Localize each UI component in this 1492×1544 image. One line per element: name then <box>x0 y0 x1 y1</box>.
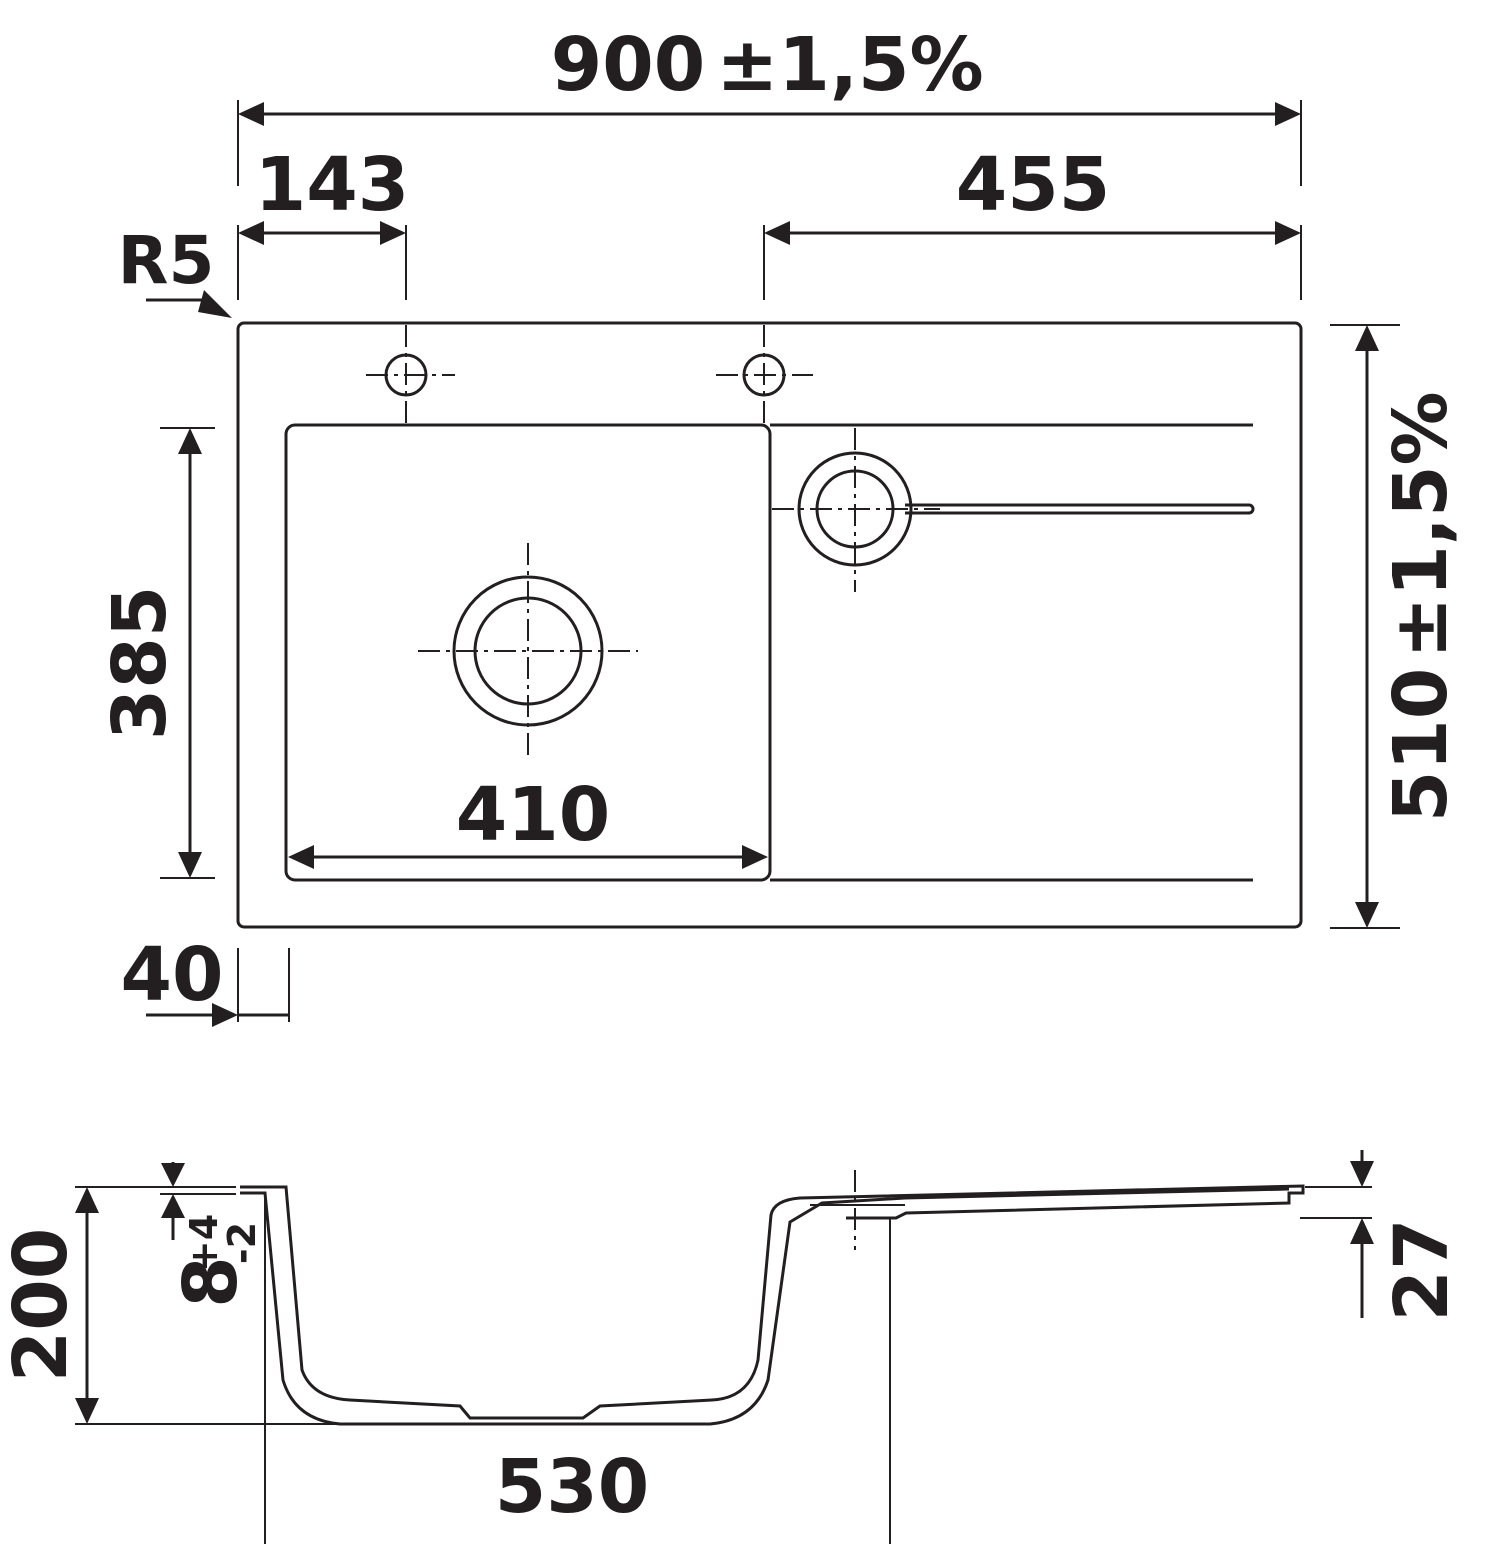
overall-width-label: 900 <box>551 22 705 108</box>
overflow-slot <box>905 503 1255 515</box>
bowl-width-label: 410 <box>456 772 610 858</box>
left-to-tap-label: 143 <box>255 142 409 228</box>
dim-tap-to-right: 455 <box>763 142 1302 300</box>
dim-corner-radius: R5 <box>118 222 232 318</box>
section-inner-profile <box>240 1187 1290 1426</box>
dim-rim-height: 8 +4 -2 <box>160 1162 264 1308</box>
top-view: 900 ±1,5% 143 455 R5 <box>97 22 1464 1027</box>
rim-height-label: 8 <box>168 1256 254 1308</box>
overall-depth-label: 510 <box>1378 668 1464 822</box>
bowl-drain <box>418 543 638 760</box>
dim-section-height: 200 <box>0 1186 470 1425</box>
tap-hole-right <box>716 325 813 425</box>
corner-radius-label: R5 <box>118 222 215 299</box>
bowl-outline <box>284 423 772 882</box>
section-outer-profile <box>240 1184 1305 1420</box>
section-height-label: 200 <box>0 1228 84 1382</box>
dim-left-to-tap: 143 <box>237 142 409 300</box>
dim-bowl-height: 385 <box>97 427 215 879</box>
rim-tolerance-minus: -2 <box>220 1222 264 1264</box>
dim-edge-offset: 40 <box>121 932 290 1027</box>
dim-section-width: 530 <box>264 1193 891 1544</box>
bowl-height-label: 385 <box>97 586 183 740</box>
dim-drainer-thickness: 27 <box>1300 1150 1465 1321</box>
tap-to-right-label: 455 <box>956 142 1110 228</box>
dim-overall-depth: 510 ±1,5% <box>1330 324 1464 929</box>
dim-bowl-width: 410 <box>288 772 768 869</box>
overall-depth-tolerance: ±1,5% <box>1378 391 1464 658</box>
section-view: 200 8 +4 -2 530 <box>0 1150 1465 1544</box>
overflow-drain <box>772 428 940 592</box>
sink-outline <box>236 321 1303 929</box>
edge-offset-label: 40 <box>121 932 224 1018</box>
dim-overall-width: 900 ±1,5% <box>237 22 1302 186</box>
section-width-label: 530 <box>495 1444 649 1530</box>
tap-hole-left <box>366 325 455 425</box>
overall-width-tolerance: ±1,5% <box>716 22 983 108</box>
rim-tolerance-plus: +4 <box>182 1214 226 1272</box>
drainer-thickness-label: 27 <box>1379 1219 1465 1322</box>
